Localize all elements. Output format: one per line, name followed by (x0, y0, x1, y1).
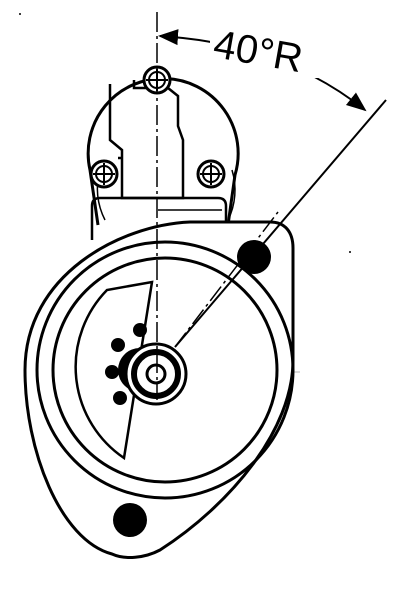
mounting-hole-bottom (113, 503, 147, 537)
screw-left (89, 159, 119, 189)
mounting-block (90, 196, 228, 240)
housing-outer-ring (35, 240, 295, 500)
housing-inner-ring (51, 256, 279, 484)
speck (349, 251, 351, 253)
angle-label-backing (210, 30, 322, 78)
shaft-hub (124, 342, 188, 406)
screw-right (196, 159, 226, 189)
terminal-bracket (108, 80, 185, 200)
center-lines (156, 12, 279, 400)
angle-reference-line (174, 99, 387, 348)
speck (19, 13, 21, 15)
